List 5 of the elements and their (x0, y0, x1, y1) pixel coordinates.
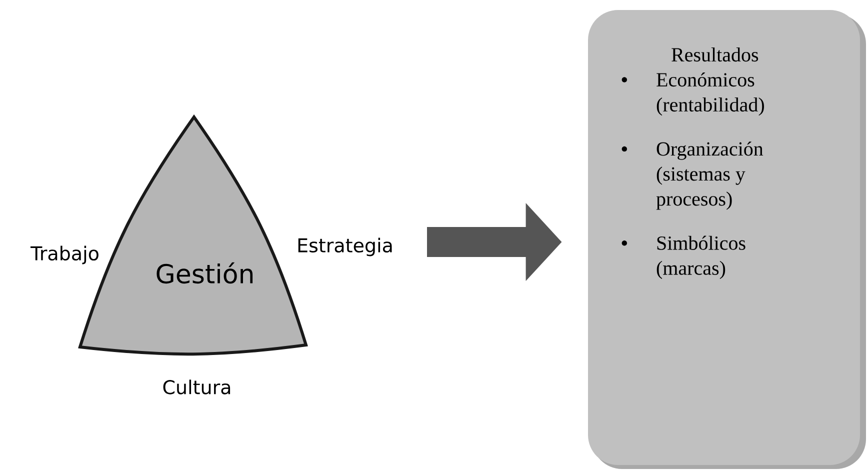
node-label: Gestión (156, 262, 253, 284)
side-label: Estrategia (298, 238, 392, 256)
side-label: Cultura (163, 380, 230, 394)
results-box: Resultados Económicos (rentabilidad) Organización (sistemas y procesos) Simbólicos (marcas) (588, 10, 866, 469)
side-label: Trabajo (30, 246, 98, 264)
